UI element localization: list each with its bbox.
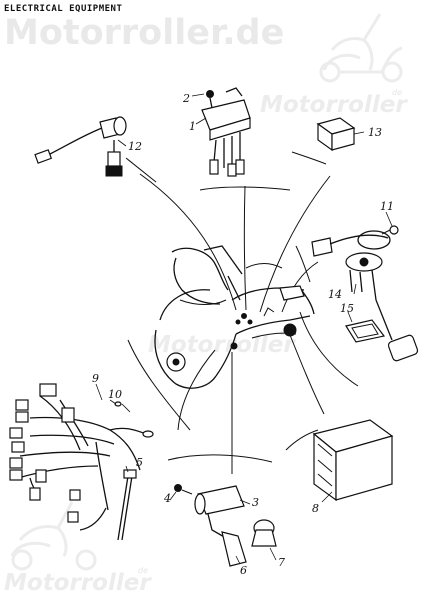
part-15-gasket [345, 319, 386, 343]
part-8-battery [312, 419, 394, 502]
callout-10: 10 [108, 388, 122, 401]
watermark-layer: Motorroller.de Motorroller de Motorrolle… [4, 13, 408, 596]
callout-14: 14 [328, 288, 342, 301]
callout-15: 15 [340, 302, 354, 315]
part-4-bolt [174, 484, 182, 492]
callout-11: 11 [380, 200, 394, 213]
watermark-scooter-logo-bottom [10, 501, 97, 571]
part-1-regulator [201, 87, 251, 177]
scooter-seat-part [279, 285, 305, 301]
callout-4: 4 [163, 492, 171, 505]
part-14-fuel-sender [311, 225, 419, 362]
watermark-brand-top: Motorroller.de [4, 13, 284, 53]
callout-5: 5 [136, 456, 143, 469]
callout-13: 13 [368, 126, 382, 139]
callout-numbers: 2 1 12 13 11 14 15 9 10 5 4 3 6 7 8 [92, 92, 394, 577]
diagram-title: ELECTRICAL EQUIPMENT [4, 4, 122, 14]
watermark-brand-center: Motorroller [148, 332, 296, 358]
scooter-outline [154, 245, 315, 389]
part-2-screw-head [206, 90, 214, 98]
leader-lines [139, 173, 331, 474]
part-6-plug-cap [221, 531, 247, 567]
watermark-brand-upper-right: Motorroller [260, 92, 408, 118]
callout-2: 2 [182, 92, 190, 105]
scooter-rear-hub [283, 323, 297, 337]
watermark-suffix-bottom: de [138, 566, 148, 575]
part-10-clip [114, 401, 122, 407]
callout-8: 8 [312, 502, 319, 515]
callout-12: 12 [128, 140, 142, 153]
part-7-boot-cap [251, 519, 277, 547]
part-12-switch-assembly [34, 116, 127, 177]
callout-1: 1 [189, 120, 196, 133]
part-13-relay [316, 117, 356, 152]
part-5-cable-tie [117, 469, 137, 541]
callout-leaders [95, 93, 393, 565]
watermark-scooter-logo-top [319, 13, 403, 83]
callout-9: 9 [92, 372, 99, 385]
callout-6: 6 [240, 564, 247, 577]
part-9-wire-harness [9, 383, 154, 531]
watermark-brand-bottom: Motorroller [4, 570, 152, 596]
group-separators [125, 151, 359, 463]
watermark-suffix-upper-right: de [392, 88, 402, 97]
callout-3: 3 [252, 496, 259, 509]
part-3-ignition-coil [174, 484, 247, 567]
callout-7: 7 [278, 556, 285, 569]
part-11-screw [389, 225, 399, 235]
